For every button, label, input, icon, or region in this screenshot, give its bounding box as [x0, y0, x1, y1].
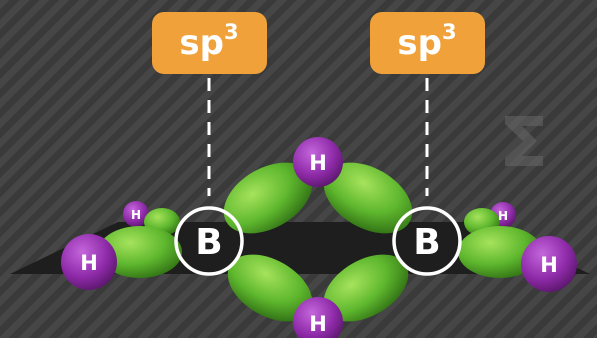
hybrid-label-superscript: 3 — [224, 20, 239, 44]
hydrogen-atom-bridge-top — [293, 137, 343, 187]
bridge-orbital-top-right — [323, 162, 413, 234]
boron-atom-left — [174, 206, 244, 276]
hydrogen-symbol-left-back: H — [131, 208, 141, 222]
sigma-watermark-icon — [505, 116, 543, 166]
hydrogen-symbol-right-back: H — [498, 209, 508, 223]
bridge-orbital-bottom-left — [227, 254, 313, 322]
hydrogen-symbol-bridge-top: H — [309, 151, 327, 175]
boron-symbol-left: B — [195, 222, 222, 263]
sp3-label-left: sp3 — [152, 12, 267, 74]
svg-text:sp3: sp3 — [179, 20, 238, 63]
hydrogen-atom-left — [61, 234, 117, 290]
hydrogen-symbol-bridge-bottom: H — [309, 312, 327, 336]
hydrogen-symbol-right: H — [540, 253, 558, 277]
orbital-lobe-left-front — [98, 226, 182, 278]
bridge-orbital-top-left — [223, 162, 313, 234]
orbital-lobe-right-front — [458, 226, 542, 278]
hydrogen-atom-right — [521, 236, 577, 292]
hybrid-label-base: sp — [397, 23, 442, 63]
svg-text:sp3: sp3 — [397, 20, 456, 63]
hydrogen-symbol-left: H — [80, 251, 98, 275]
boron-symbol-right: B — [413, 222, 440, 263]
hybrid-label-superscript: 3 — [442, 20, 457, 44]
hydrogen-atom-bridge-bottom — [293, 297, 343, 338]
bridge-orbital-bottom-right — [323, 254, 409, 322]
boron-atom-right — [392, 206, 462, 276]
hydrogen-atom-left-back — [123, 201, 149, 227]
hybrid-label-base: sp — [179, 23, 224, 63]
sp3-label-right: sp3 — [370, 12, 485, 74]
